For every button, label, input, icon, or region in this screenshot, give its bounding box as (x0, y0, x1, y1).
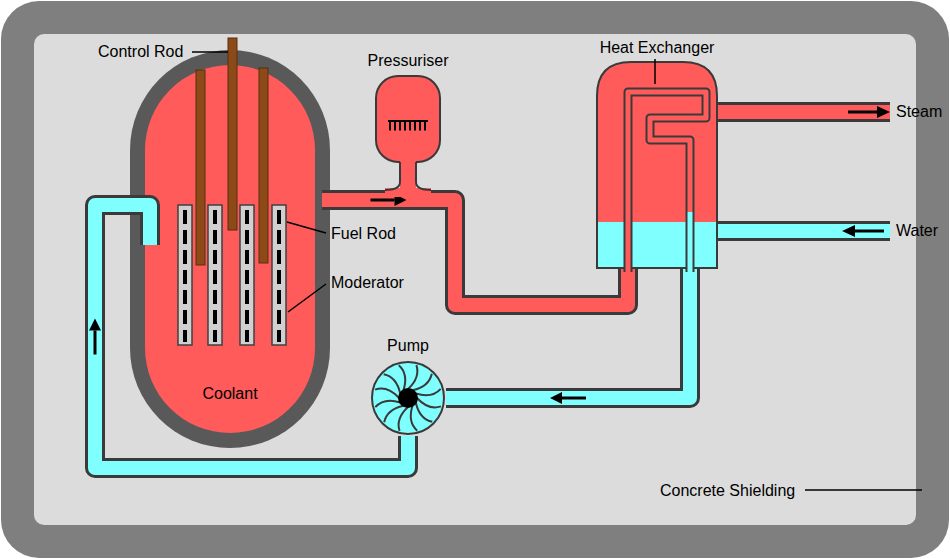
control-rod (228, 38, 237, 230)
pump-blade (399, 407, 408, 431)
flow-arrow (562, 397, 586, 400)
pipe-flow (95, 205, 408, 468)
leader-line (805, 489, 922, 491)
leader-line (288, 284, 326, 312)
pressuriser-body (376, 76, 440, 162)
fuel-rod (272, 205, 286, 345)
pipe-wall (95, 205, 408, 468)
coolant-pipe (446, 268, 690, 404)
feed-water (597, 222, 717, 268)
part-label: Moderator (331, 273, 404, 292)
control-rod (259, 68, 268, 263)
flow-arrow-head (842, 225, 855, 237)
leader-line (287, 222, 326, 233)
fuel-rod (208, 205, 222, 345)
flow-arrow-head (877, 106, 890, 118)
pump-blade (411, 406, 417, 431)
node-label: Pump (387, 336, 429, 355)
node-label: Concrete Shielding (660, 481, 795, 500)
heater-elements (389, 122, 428, 131)
u-tube (628, 92, 706, 272)
node-label: Pressuriser (368, 51, 449, 70)
pump-blade (416, 389, 441, 395)
fuel-pellets (245, 210, 249, 342)
fuel-pellets (277, 210, 281, 342)
pump-blade (417, 398, 441, 407)
pump-blade (384, 374, 401, 393)
pump-blade (413, 374, 432, 391)
pipe-flow (446, 268, 690, 398)
part-label: Water (896, 221, 938, 240)
pump-casing (372, 362, 444, 434)
pressuriser-neck (400, 160, 416, 191)
water-pipe-wall (700, 221, 890, 241)
pipe-wall (322, 200, 628, 305)
control-rod (196, 70, 205, 265)
pump-hub (398, 388, 418, 408)
part-label: Fuel Rod (331, 224, 396, 243)
part-label: Control Rod (98, 42, 183, 61)
flow-arrow-head (550, 392, 562, 404)
u-tube-outlet (688, 212, 693, 272)
control-rods (196, 38, 268, 265)
heat-exchanger: Heat Exchanger (597, 62, 717, 268)
shielding-interior (34, 34, 916, 525)
flow-arrow (371, 199, 395, 202)
heat-exchanger-shape (597, 62, 717, 268)
leader-line (192, 51, 228, 53)
steam-pipe (700, 105, 890, 119)
leader-line (654, 59, 656, 84)
fuel-pellets (213, 210, 217, 342)
pump-blade (408, 365, 417, 389)
flow-arrow (848, 111, 880, 114)
pipe-wall (446, 268, 690, 398)
fuel-rod (240, 205, 254, 345)
coolant-pipe (322, 194, 628, 305)
node-label: Coolant (202, 384, 257, 403)
coolant-pipe (89, 205, 408, 468)
pressuriser-shape (375, 75, 441, 165)
pump-blade (384, 406, 403, 423)
tube-wall (628, 92, 706, 272)
water-pipe (700, 224, 890, 238)
pump-blade (399, 365, 405, 390)
flow-arrow (852, 230, 884, 233)
flow-arrow (94, 331, 97, 355)
pump: Pump (370, 360, 446, 436)
node-label: Heat Exchanger (600, 38, 715, 57)
pump-blade (416, 403, 433, 422)
pump-blade (375, 389, 399, 398)
steam-pipe-wall (700, 102, 890, 122)
pressuriser: Pressuriser (375, 75, 441, 165)
pressuriser-neck-wall (385, 162, 431, 190)
pipe-flow (322, 200, 628, 305)
reactor-vessel: Coolant (130, 50, 330, 448)
flow-arrow-head (89, 319, 101, 331)
fuel-pellets (183, 210, 187, 342)
pump-shape (370, 360, 446, 436)
fuel-rod (178, 205, 192, 345)
part-label: Steam (896, 102, 942, 121)
pump-blade (375, 401, 400, 407)
